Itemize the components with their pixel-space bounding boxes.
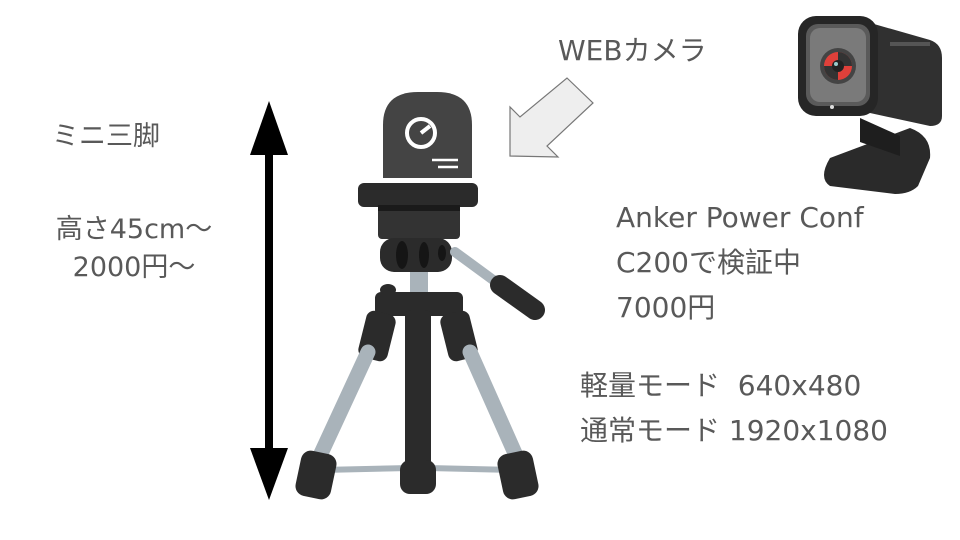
tripod-icon [295,92,545,500]
double-headed-vertical-arrow-icon [250,101,288,500]
webcam-label: WEBカメラ [558,34,707,67]
tripod-title: ミニ三脚 [52,121,160,152]
down-left-block-arrow-icon [509,77,594,158]
webcam-product-photo-icon [798,16,942,194]
camera-spec: Anker Power Conf C200で検証中 7000円 [616,201,864,324]
resolution-modes: 軽量モード 640x480 通常モード 1920x1080 [580,369,888,447]
tripod-spec: 高さ45cm〜 2000円〜 [55,214,213,283]
mounted-camera-icon [383,92,472,178]
